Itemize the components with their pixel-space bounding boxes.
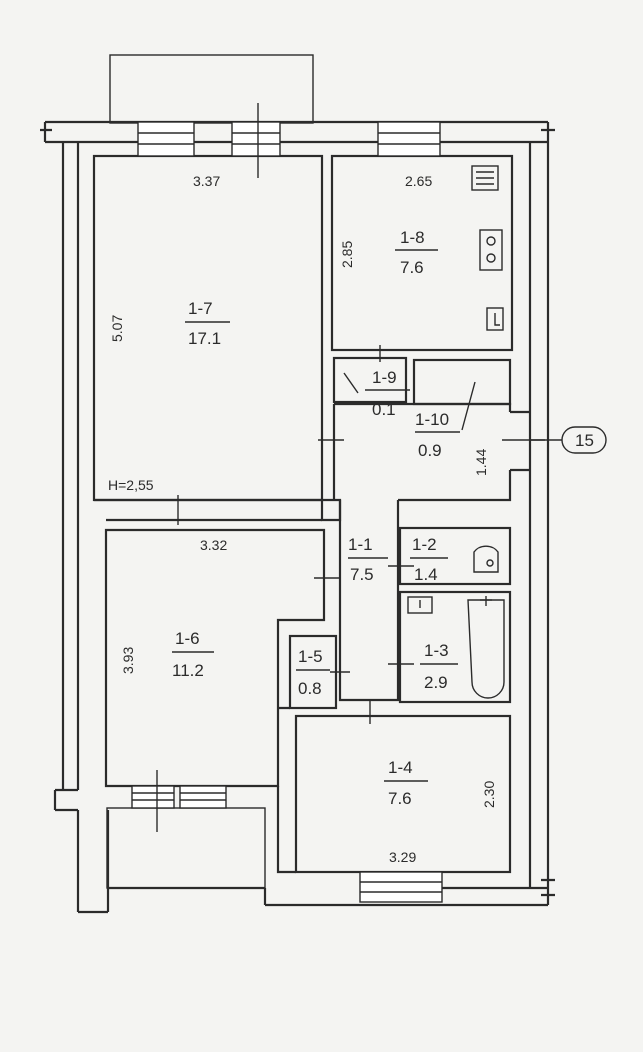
outer-walls — [40, 120, 555, 914]
room-1-4-id: 1-4 — [388, 758, 413, 777]
dimension-side-1-7: 5.07 — [109, 315, 125, 342]
toilet-icon — [473, 545, 499, 573]
area-fraction-lines — [172, 249, 460, 782]
room-1-10-area: 0.9 — [418, 441, 442, 460]
dimension-side-1-10: 1.44 — [473, 449, 489, 476]
room-1-4-area: 7.6 — [388, 789, 412, 808]
apartment-badge — [561, 426, 607, 454]
room-1-7-outline — [92, 154, 324, 502]
dimension-side-1-6: 3.93 — [120, 647, 136, 674]
partitions — [94, 410, 530, 874]
apartment-number: 15 — [575, 431, 594, 450]
room-1-2-area: 1.4 — [414, 565, 438, 584]
washbasin-icon — [407, 596, 433, 614]
ceiling-height: H=2,55 — [108, 477, 154, 493]
fridge-icon — [471, 165, 499, 191]
room-1-6-id: 1-6 — [175, 629, 200, 648]
dimension-top-1-7: 3.37 — [193, 173, 220, 189]
room-1-9-id: 1-9 — [372, 368, 397, 387]
room-1-3-outline — [398, 590, 512, 704]
room-1-9-outline — [332, 356, 408, 404]
bathtub-icon — [467, 596, 505, 699]
room-1-5-area: 0.8 — [298, 679, 322, 698]
dimension-bottom-1-4: 3.29 — [389, 849, 416, 865]
balcony-top — [109, 54, 314, 124]
room-1-6-outline — [104, 528, 326, 788]
room-1-6-area: 11.2 — [172, 661, 204, 680]
room-1-9-area: 0.1 — [372, 400, 396, 419]
room-1-1-outline — [332, 402, 512, 702]
room-1-1-area: 7.5 — [350, 565, 374, 584]
dimension-top-1-6: 3.32 — [200, 537, 227, 553]
room-1-5-id: 1-5 — [298, 647, 323, 666]
dimension-top-1-8: 2.65 — [405, 173, 432, 189]
stove-icon — [479, 229, 503, 271]
windows — [131, 121, 443, 903]
balcony-bottom — [106, 807, 266, 889]
room-1-3-area: 2.9 — [424, 673, 448, 692]
dimension-side-1-4: 2.30 — [481, 781, 497, 808]
sink-icon — [486, 307, 504, 331]
room-1-1-id: 1-1 — [348, 535, 373, 554]
room-1-7-area: 17.1 — [188, 329, 221, 348]
room-1-7-id: 1-7 — [188, 299, 213, 318]
room-1-10-id: 1-10 — [415, 410, 449, 429]
dimension-side-1-8: 2.85 — [339, 241, 355, 268]
room-1-10-outline — [412, 358, 512, 406]
room-1-3-id: 1-3 — [424, 641, 449, 660]
room-1-8-area: 7.6 — [400, 258, 424, 277]
door-markers — [156, 103, 545, 832]
room-1-2-id: 1-2 — [412, 535, 437, 554]
room-1-2-outline — [398, 526, 512, 586]
room-1-8-id: 1-8 — [400, 228, 425, 247]
